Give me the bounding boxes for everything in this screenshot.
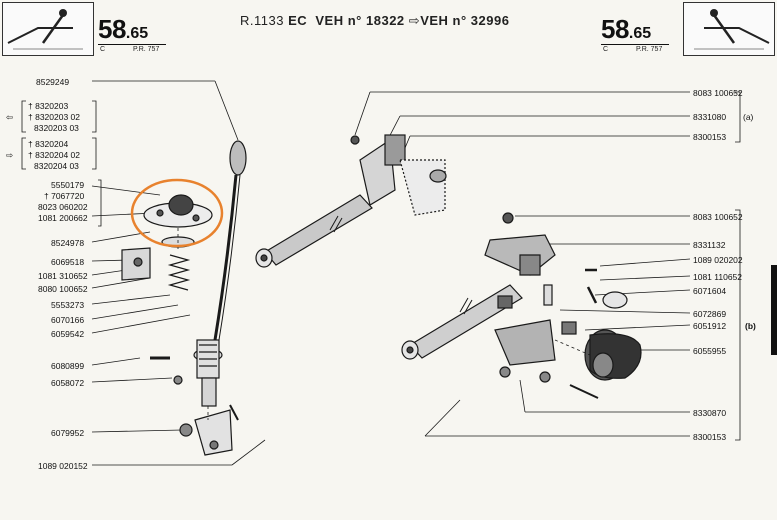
part-number: 1089 020202 <box>693 255 743 265</box>
part-number: 8320204 03 <box>34 161 79 171</box>
part-number: 5550179 <box>51 180 85 190</box>
page-tab-marker <box>771 265 777 355</box>
part-number: 6059542 <box>51 329 85 339</box>
gear-lever-thumbnail-icon <box>2 2 94 56</box>
page-number-left: 58.65 <box>98 14 149 44</box>
part-number: 8320203 03 <box>34 123 79 133</box>
catalog-ref: P.R. 757 <box>636 46 663 53</box>
part-number: 8083 100652 <box>693 212 743 222</box>
part-number: 1081 110652 <box>693 272 743 282</box>
part-number: 6080899 <box>51 361 85 371</box>
part-number: 8529249 <box>36 77 70 87</box>
part-number: 8083 100652 <box>693 88 743 98</box>
part-number: 8331132 <box>693 240 726 250</box>
page-number-right: 58.65 <box>601 14 652 44</box>
part-number: 8331080 <box>693 112 727 122</box>
part-number: 1081 200662 <box>38 213 88 223</box>
lhd-car-icon: ⇦ <box>6 112 14 122</box>
part-number: † 8320204 02 <box>28 150 80 160</box>
gear-lever-thumbnail-icon <box>683 2 775 56</box>
page-title: R.1133 EC VEH n° 18322 ⇨VEH n° 32996 <box>240 13 510 28</box>
part-number: 6072869 <box>693 309 727 319</box>
part-number: 5553273 <box>51 300 85 310</box>
catalog-ref: P.R. 757 <box>133 46 160 53</box>
part-number: 6069518 <box>51 257 85 267</box>
part-number: 6055955 <box>693 346 727 356</box>
part-number: † 8320203 02 <box>28 112 80 122</box>
part-number: 6051912 <box>693 321 727 331</box>
part-number: 8300153 <box>693 132 727 142</box>
group-tag-a: (a) <box>743 112 754 122</box>
part-number: 6071604 <box>693 286 727 296</box>
part-number: 6070166 <box>51 315 85 325</box>
part-number: 8300153 <box>693 432 727 442</box>
part-number: † 8320204 <box>28 139 69 149</box>
catalog-code: C <box>100 46 106 53</box>
part-number: 6058072 <box>51 378 85 388</box>
part-number: 1081 310652 <box>38 271 88 281</box>
part-number: 6079952 <box>51 428 85 438</box>
part-number: 8524978 <box>51 238 85 248</box>
part-number: 8023 060202 <box>38 202 88 212</box>
part-number: 8330870 <box>693 408 727 418</box>
catalog-code: C <box>603 46 609 53</box>
part-number: † 7067720 <box>44 191 85 201</box>
group-tag-b: (b) <box>745 321 756 331</box>
highlight-circle <box>130 178 224 248</box>
part-number: 8080 100652 <box>38 284 88 294</box>
rhd-car-icon: ⇨ <box>6 150 14 160</box>
part-number: 1089 020152 <box>38 461 88 471</box>
part-number: † 8320203 <box>28 101 69 111</box>
